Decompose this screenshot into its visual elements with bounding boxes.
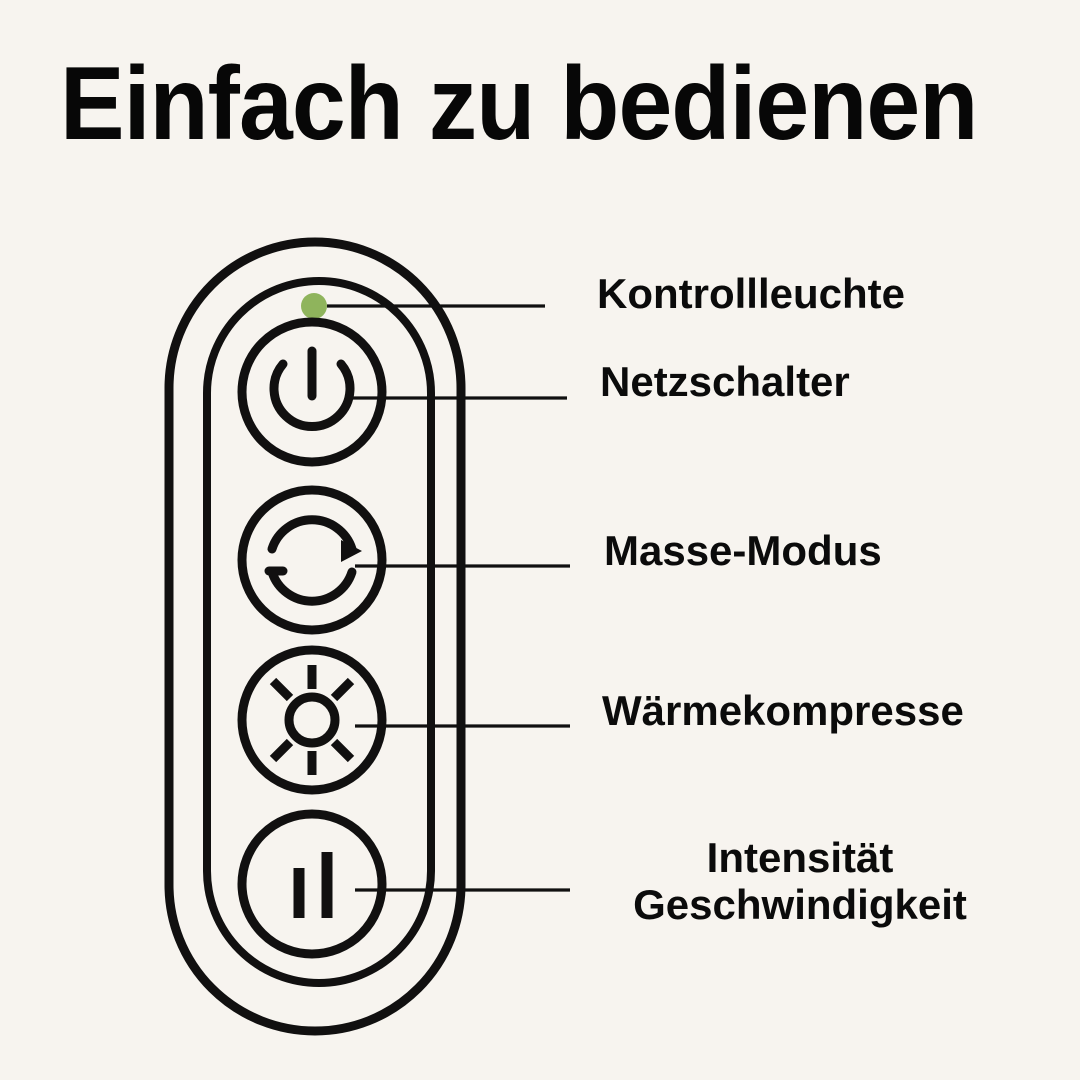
signal-bars-icon — [293, 852, 333, 918]
page-title: Einfach zu bedienen — [60, 46, 978, 162]
remote-outer-shell — [164, 237, 466, 1036]
intensity-button[interactable] — [237, 809, 387, 959]
sun-icon — [269, 665, 355, 775]
callout-label-power: Netzschalter — [600, 358, 850, 405]
callout-label-heat: Wärmekompresse — [602, 687, 964, 734]
callout-label-led: Kontrollleuchte — [597, 270, 906, 317]
remote-inner-faceplate — [203, 277, 435, 987]
power-icon — [269, 346, 355, 432]
callout-label-massage: Masse-Modus — [604, 527, 882, 574]
heat-button[interactable] — [237, 645, 387, 795]
callout-label-intensity: Intensität Geschwindigkeit — [633, 834, 967, 929]
massage-mode-button[interactable] — [237, 485, 387, 635]
status-led — [301, 293, 327, 319]
cycle-arrow-icon — [264, 515, 362, 606]
power-button[interactable] — [237, 317, 387, 467]
